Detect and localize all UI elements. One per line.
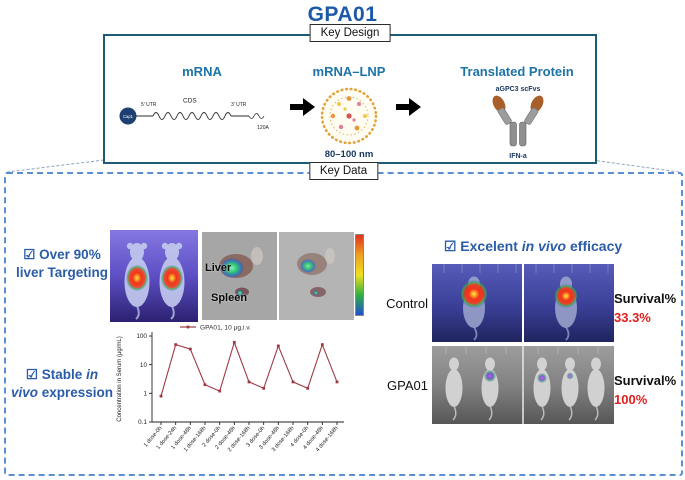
liver-label: Liver: [205, 262, 232, 274]
arrow-right-icon: [290, 98, 316, 116]
survival-value: 100%: [614, 391, 648, 407]
control-mice-image: [432, 264, 614, 342]
claim-text: expression: [37, 384, 114, 400]
gpa01-row-label: GPA01: [387, 378, 428, 393]
svg-text:IFN-a: IFN-a: [509, 153, 527, 160]
key-design-label: Key Design: [309, 24, 391, 42]
key-data-panel: Key Data ☑ Over 90% liver Targeting: [4, 162, 684, 476]
svg-text:100: 100: [136, 333, 147, 340]
svg-text:120A: 120A: [257, 125, 269, 131]
mrna-schematic: Cap1 5' UTR CDS 3' UTR 120A: [119, 98, 269, 131]
survival-label: Survival%: [614, 373, 677, 388]
svg-text:GPA01, 10 μg,i.v.: GPA01, 10 μg,i.v.: [200, 324, 251, 331]
svg-text:Concentration in Serum (μg/mL): Concentration in Serum (μg/mL): [117, 336, 123, 422]
checkbox-icon: ☑: [25, 367, 39, 382]
key-design-panel: Key Design mRNA mRNA–LNP Translated Prot…: [103, 24, 597, 164]
svg-text:Cap1: Cap1: [123, 114, 134, 119]
mice-bioluminescence-image: [110, 230, 198, 322]
page-title: GPA01: [307, 3, 378, 26]
claim-text: liver Targeting: [15, 264, 109, 280]
claim-text: Over 90%: [39, 247, 101, 262]
claim-text: Stable: [41, 367, 87, 382]
checkbox-icon: ☑: [443, 238, 457, 254]
spleen-label: Spleen: [211, 292, 248, 304]
svg-text:5' UTR: 5' UTR: [141, 102, 157, 108]
svg-text:aGPC3 scFvs: aGPC3 scFvs: [496, 86, 541, 93]
claim-text: efficacy: [566, 238, 623, 254]
svg-text:CDS: CDS: [183, 98, 197, 105]
svg-text:3' UTR: 3' UTR: [231, 102, 247, 108]
svg-text:0.1: 0.1: [138, 419, 147, 426]
lnp-icon: [320, 87, 378, 145]
claim-text-italic: in: [86, 367, 99, 382]
gpa01-mice-image: [432, 346, 614, 424]
control-survival: Survival% 33.3%: [614, 290, 684, 328]
survival-label: Survival%: [614, 291, 677, 306]
lnp-size-label: 80–100 nm: [324, 149, 374, 160]
svg-text:1: 1: [143, 391, 147, 398]
key-data-label: Key Data: [308, 162, 379, 180]
claim-efficacy: ☑ Excelent in vivo efficacy: [418, 238, 648, 255]
checkbox-icon: ☑: [23, 247, 36, 262]
claim-text-italic: vivo: [10, 384, 38, 400]
claim-liver-targeting: ☑ Over 90% liver Targeting: [10, 246, 114, 281]
gpa01-survival: Survival% 100%: [614, 372, 684, 410]
svg-text:10: 10: [140, 362, 148, 369]
mrna-heading: mRNA: [182, 64, 222, 79]
lnp-heading: mRNA–LNP: [312, 64, 386, 79]
control-row-label: Control: [386, 296, 428, 311]
survival-value: 33.3%: [614, 309, 651, 325]
claim-text-italic: in vivo: [521, 238, 567, 254]
antibody-diagram: aGPC3 scFvs IFN-a: [492, 86, 544, 160]
claim-stable-expression: ☑ Stable in vivo expression: [6, 366, 118, 401]
organ-imaging-panel: [202, 232, 354, 320]
connector-lines: [6, 159, 680, 173]
protein-heading: Translated Protein: [460, 64, 574, 79]
arrow-right-icon: [396, 98, 422, 116]
claim-text: Excelent: [460, 238, 522, 254]
color-scale-bar: [355, 234, 364, 316]
